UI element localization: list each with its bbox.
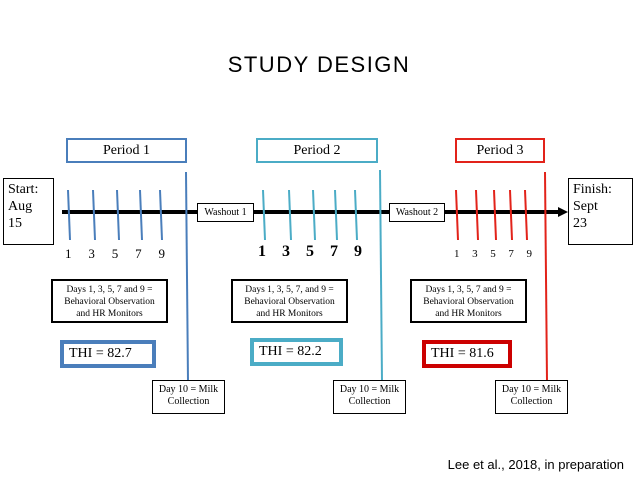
milk-line: Collection [167, 396, 210, 407]
period-1-tick-day-1 [67, 189, 71, 241]
finish-day: 23 [573, 216, 587, 231]
start-label: Start: [8, 182, 39, 197]
finish-box: Finish: Sept 23 [568, 178, 633, 245]
period-1-day-label: 9 [158, 246, 166, 261]
period-1-day-label: 3 [88, 246, 95, 261]
observation-line: Days 1, 3, 5, 7, and 9 = [245, 285, 334, 295]
period-1-end-line [185, 171, 189, 383]
period-3-ticks [455, 189, 528, 241]
period-1-header: Period 1 [66, 138, 187, 163]
period-3-header: Period 3 [455, 138, 545, 163]
period-1-ticks [67, 189, 163, 241]
observation-line: and HR Monitors [76, 309, 143, 319]
period-2-tick-day-5 [312, 189, 316, 241]
period-3-tick-day-1 [455, 189, 459, 241]
start-month: Aug [8, 199, 33, 214]
period-2-header: Period 2 [256, 138, 378, 163]
period-1-tick-day-3 [92, 189, 96, 241]
period-2-tick-day-7 [334, 189, 338, 241]
observation-line: and HR Monitors [435, 309, 502, 319]
observation-line: Behavioral Observation [64, 297, 155, 307]
milk-line: Collection [348, 396, 391, 407]
period-3-day-label: 9 [526, 248, 533, 260]
period-2-milk-collection-box: Day 10 = Milk Collection [333, 380, 406, 414]
period-1-milk-collection-box: Day 10 = Milk Collection [152, 380, 225, 414]
period-3-observation-box: Days 1, 3, 5, 7 and 9 = Behavioral Obser… [410, 279, 527, 323]
period-2-thi-box: THI = 82.2 [250, 338, 343, 366]
period-2-tick-day-3 [288, 189, 292, 241]
start-day: 15 [8, 216, 22, 231]
period-3-tick-day-9 [524, 189, 528, 241]
milk-line: Day 10 = Milk [501, 384, 562, 395]
period-3-tick-day-7 [509, 189, 513, 241]
period-2-ticks [262, 189, 358, 241]
period-3-day-label: 3 [472, 248, 478, 260]
washout-2-box: Washout 2 [389, 203, 445, 222]
period-2-day-numbers: 1 3 5 7 9 [258, 243, 362, 261]
period-1-observation-box: Days 1, 3, 5, 7 and 9 = Behavioral Obser… [51, 279, 168, 323]
period-2-day-label: 3 [282, 243, 290, 260]
observation-line: Behavioral Observation [244, 297, 335, 307]
period-1-day-numbers: 1 3 5 7 9 [65, 246, 165, 262]
observation-line: Days 1, 3, 5, 7 and 9 = [66, 285, 153, 295]
period-2-tick-day-1 [262, 189, 266, 241]
citation: Lee et al., 2018, in preparation [447, 457, 624, 472]
period-1-tick-day-5 [116, 189, 120, 241]
milk-line: Collection [510, 396, 553, 407]
period-2-observation-box: Days 1, 3, 5, 7, and 9 = Behavioral Obse… [231, 279, 348, 323]
observation-line: Days 1, 3, 5, 7 and 9 = [425, 285, 512, 295]
finish-month: Sept [573, 199, 598, 214]
period-2-end-line [379, 169, 383, 383]
period-1-day-label: 5 [111, 246, 119, 261]
period-2-day-label: 5 [306, 243, 314, 260]
period-3-day-label: 1 [454, 248, 460, 260]
period-1-thi-box: THI = 82.7 [60, 340, 156, 368]
period-2-day-label: 9 [354, 243, 362, 260]
start-box: Start: Aug 15 [3, 178, 54, 245]
period-3-milk-collection-box: Day 10 = Milk Collection [495, 380, 568, 414]
milk-line: Day 10 = Milk [339, 384, 400, 395]
washout-1-box: Washout 1 [197, 203, 254, 222]
period-2-tick-day-9 [354, 189, 358, 241]
period-3-tick-day-3 [475, 189, 479, 241]
observation-line: Behavioral Observation [423, 297, 514, 307]
period-1-tick-day-9 [159, 189, 163, 241]
diagram-title: STUDY DESIGN [227, 52, 411, 77]
period-2-day-label: 1 [258, 243, 266, 260]
period-3-thi-box: THI = 81.6 [422, 340, 512, 368]
observation-line: and HR Monitors [256, 309, 323, 319]
milk-line: Day 10 = Milk [158, 384, 219, 395]
period-3-tick-day-5 [493, 189, 497, 241]
period-3-day-label: 7 [508, 248, 514, 260]
period-1-tick-day-7 [139, 189, 143, 241]
finish-label: Finish: [573, 182, 612, 197]
period-2-day-label: 7 [330, 243, 338, 260]
period-3-day-numbers: 1 3 5 7 9 [454, 248, 532, 260]
period-1-day-label: 7 [135, 246, 142, 261]
period-3-day-label: 5 [490, 248, 496, 260]
period-1-day-label: 1 [65, 246, 72, 261]
period-3-end-line [544, 171, 548, 383]
